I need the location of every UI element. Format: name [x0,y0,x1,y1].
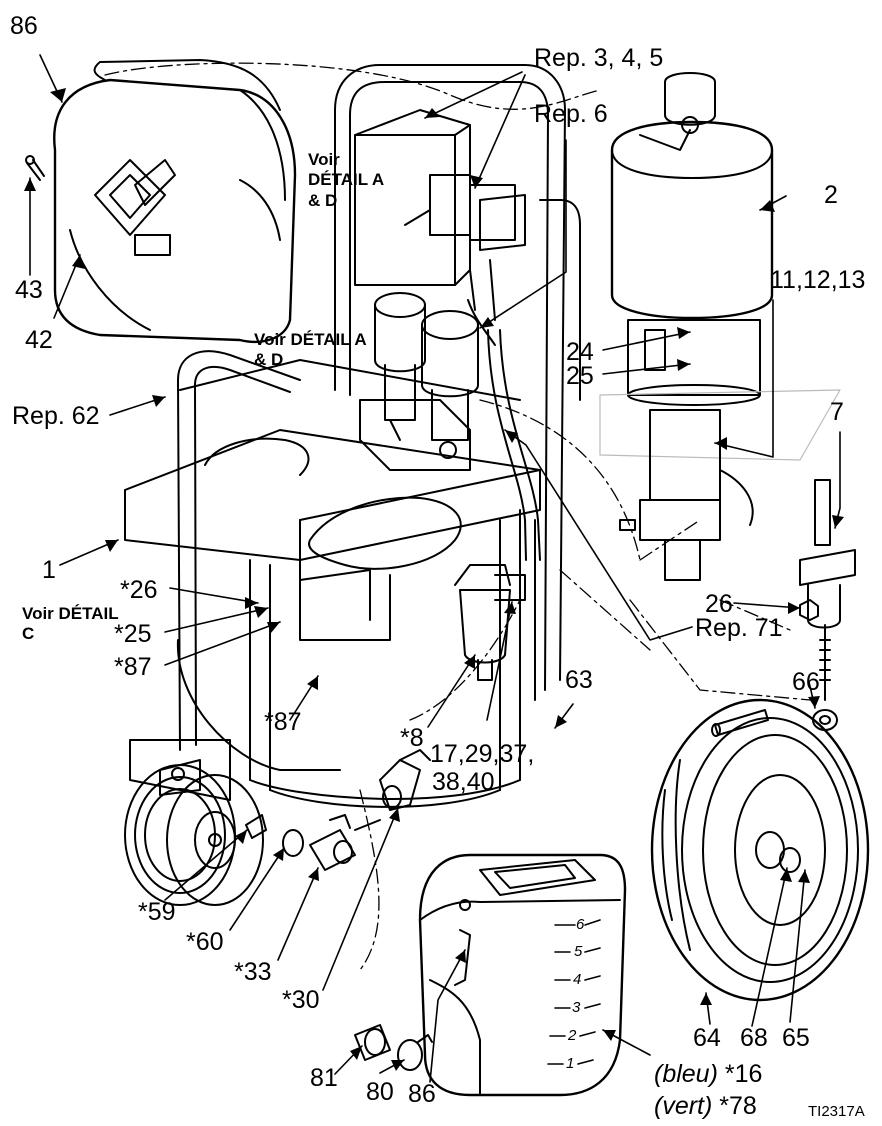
cart-handle [176,350,341,771]
screw-43 [25,155,45,181]
label-43: 43 [15,276,43,304]
label-2: 2 [824,181,838,209]
label-bleu-16: (bleu) *16 [654,1062,762,1087]
hose [487,329,541,561]
label-bleu-word: (bleu) [654,1060,718,1088]
label-86-bottom: 86 [408,1080,436,1108]
label-voir-detail-a-d-2: Voir DÉTAIL A & D [254,330,367,370]
label-80: 80 [366,1078,394,1106]
hopper-mark-4: 4 [573,971,582,988]
label-star-60: *60 [186,928,224,956]
left-wheels [124,739,264,906]
nut-26 [799,599,819,621]
hopper-mark-5: 5 [574,943,583,960]
control-assembly [354,109,526,471]
hopper-mark-3: 3 [572,999,581,1016]
wheel-64 [650,698,870,1002]
leader-lines [29,54,841,1083]
label-66: 66 [792,668,820,696]
spacer-66 [812,709,838,731]
label-38-40: 38,40 [432,768,495,796]
label-86-top: 86 [10,12,38,40]
label-star-8: *8 [400,724,424,752]
axle-63 [711,709,769,737]
label-vert-78: (vert) *78 [654,1094,757,1119]
label-rep-6: Rep. 6 [534,100,608,128]
label-26-right: 26 [705,590,733,618]
label-17-29-37: 17,29,37, [430,740,535,768]
bracket-7 [799,479,856,701]
label-68: 68 [740,1024,768,1052]
motor-shroud [53,59,297,343]
label-star-26-left: *26 [120,576,158,604]
clamp-80 [397,1034,433,1071]
figure-id: TI2317A [808,1103,865,1120]
label-star-87-a: *87 [114,653,152,681]
filter [454,564,526,681]
ball-valve-33 [309,814,381,871]
cart-frame [124,64,581,808]
label-1: 1 [42,556,56,584]
label-11-12-13: 11,12,13 [770,266,866,294]
label-star-87-b: *87 [264,708,302,736]
hopper [418,853,627,1097]
label-24: 24 [566,338,594,366]
label-63: 63 [565,666,593,694]
label-bleu-number: *16 [717,1060,763,1088]
hopper-mark-1: 1 [566,1055,575,1072]
label-7: 7 [830,398,844,426]
valve-59 [245,814,267,839]
label-25: 25 [566,362,594,390]
fitting-60 [282,829,304,857]
hopper-mark-2: 2 [568,1027,577,1044]
fitting-81 [354,1024,391,1061]
label-rep-3-4-5: Rep. 3, 4, 5 [534,44,664,72]
arrowheads [24,88,844,1071]
hopper-mark-6: 6 [576,916,585,933]
label-star-25: *25 [114,620,152,648]
label-rep-62: Rep. 62 [12,402,100,430]
label-64: 64 [693,1024,721,1052]
label-star-59: *59 [138,898,176,926]
label-star-33: *33 [234,958,272,986]
label-star-30: *30 [282,986,320,1014]
label-vert-number: *78 [712,1092,757,1120]
pump-2 [599,72,841,581]
elbow-30 [379,749,431,811]
label-voir-detail-a-d-1: Voir DÉTAIL A & D [308,150,384,210]
label-42: 42 [25,326,53,354]
label-vert-word: (vert) [654,1092,713,1120]
label-65: 65 [782,1024,810,1052]
hopper-scale-ticks [547,919,601,1065]
label-voir-detail-c: Voir DÉTAIL C [22,604,119,644]
label-81: 81 [310,1064,338,1092]
label-rep-71: Rep. 71 [695,614,783,642]
